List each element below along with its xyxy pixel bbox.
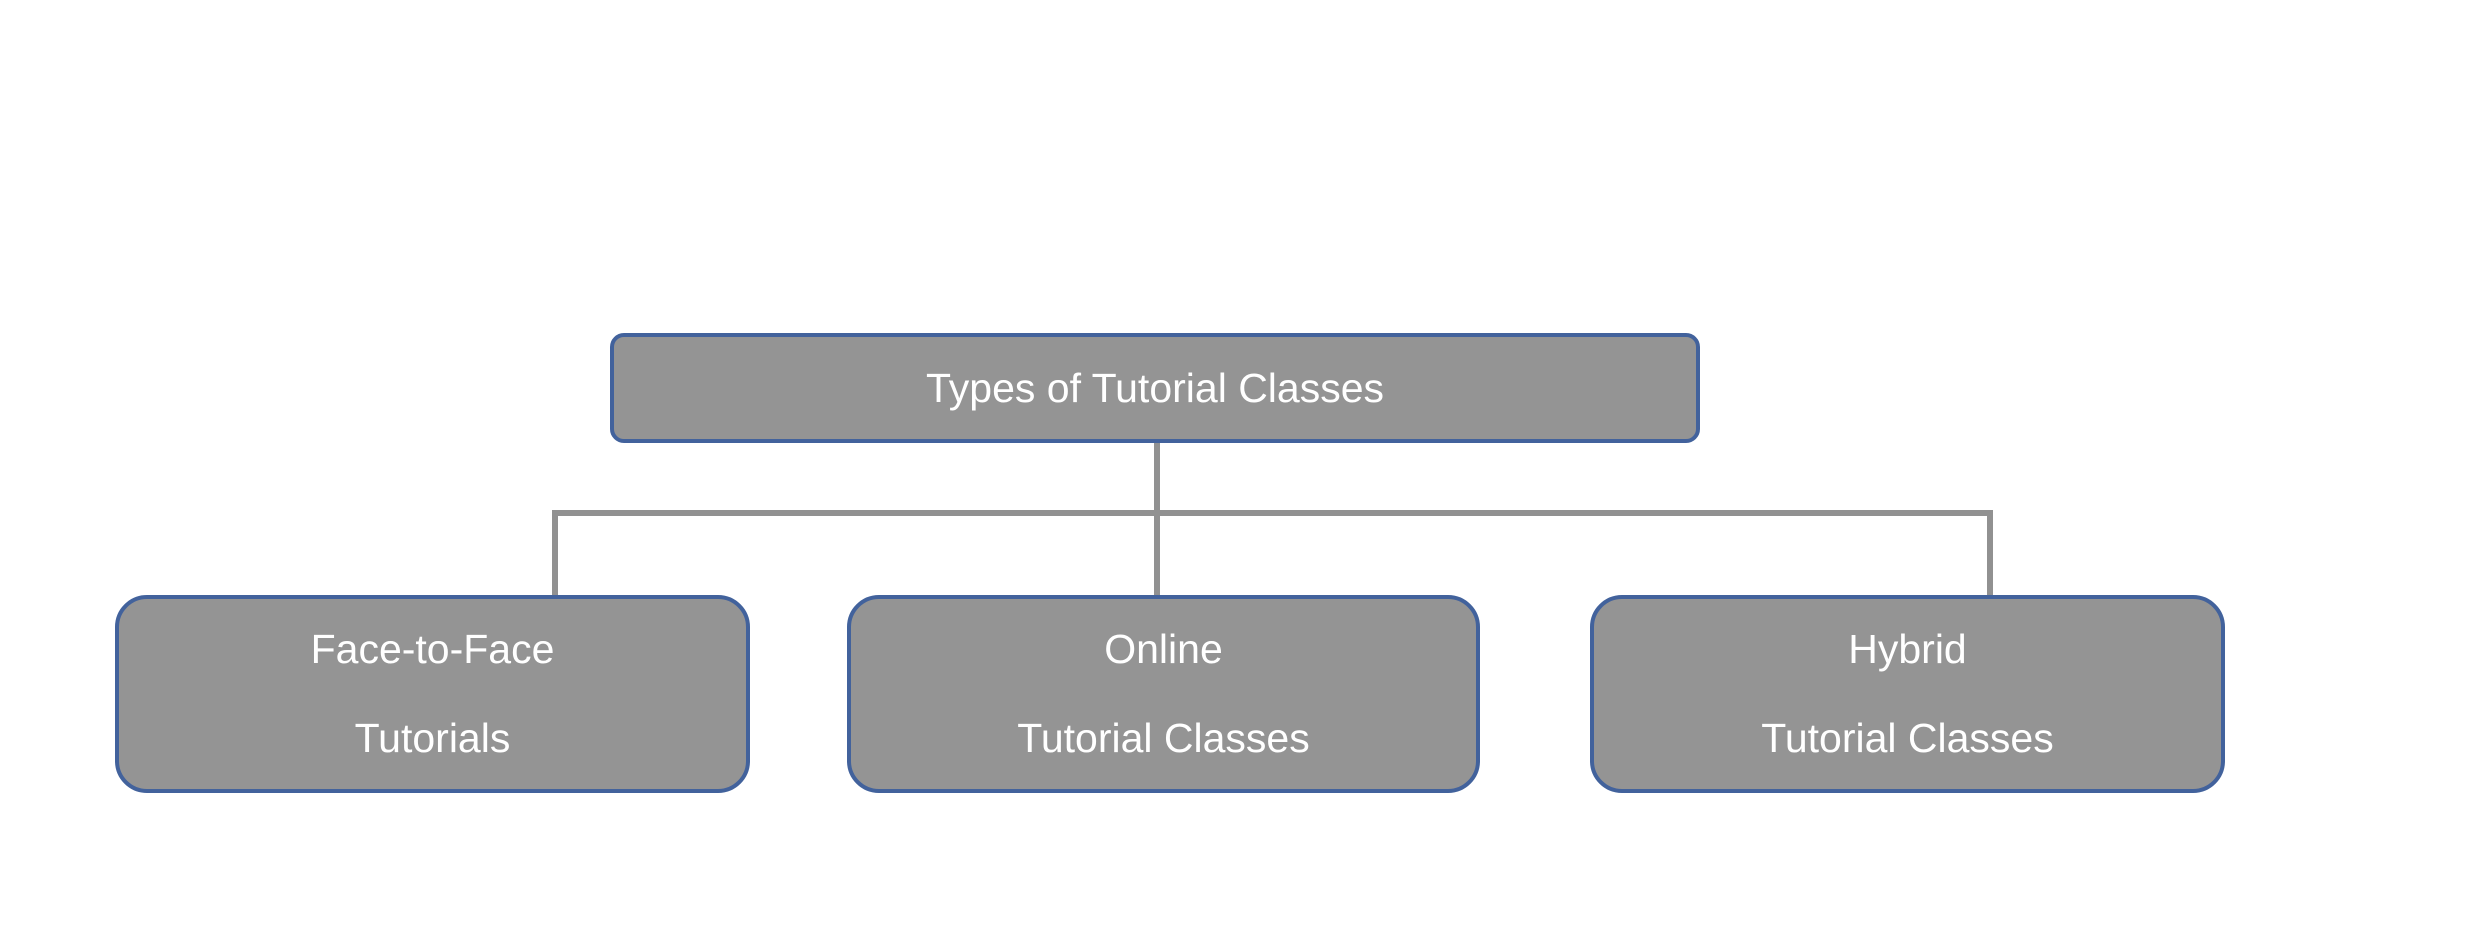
node-online[interactable]: Online Tutorial Classes xyxy=(847,595,1480,793)
node-online-label-line-2: Tutorial Classes xyxy=(1017,715,1310,761)
node-face-to-face-label-line-1: Face-to-Face xyxy=(310,626,555,672)
node-online-label-line-1: Online xyxy=(1104,626,1223,672)
node-root[interactable]: Types of Tutorial Classes xyxy=(610,333,1700,443)
node-root-label-line-1: Types of Tutorial Classes xyxy=(925,364,1385,411)
node-face-to-face-label-line-2: Tutorials xyxy=(354,715,511,761)
node-hybrid-label-line-2: Tutorial Classes xyxy=(1761,715,2054,761)
node-face-to-face[interactable]: Face-to-Face Tutorials xyxy=(115,595,750,793)
node-hybrid-label-line-1: Hybrid xyxy=(1848,626,1967,672)
node-hybrid[interactable]: Hybrid Tutorial Classes xyxy=(1590,595,2225,793)
